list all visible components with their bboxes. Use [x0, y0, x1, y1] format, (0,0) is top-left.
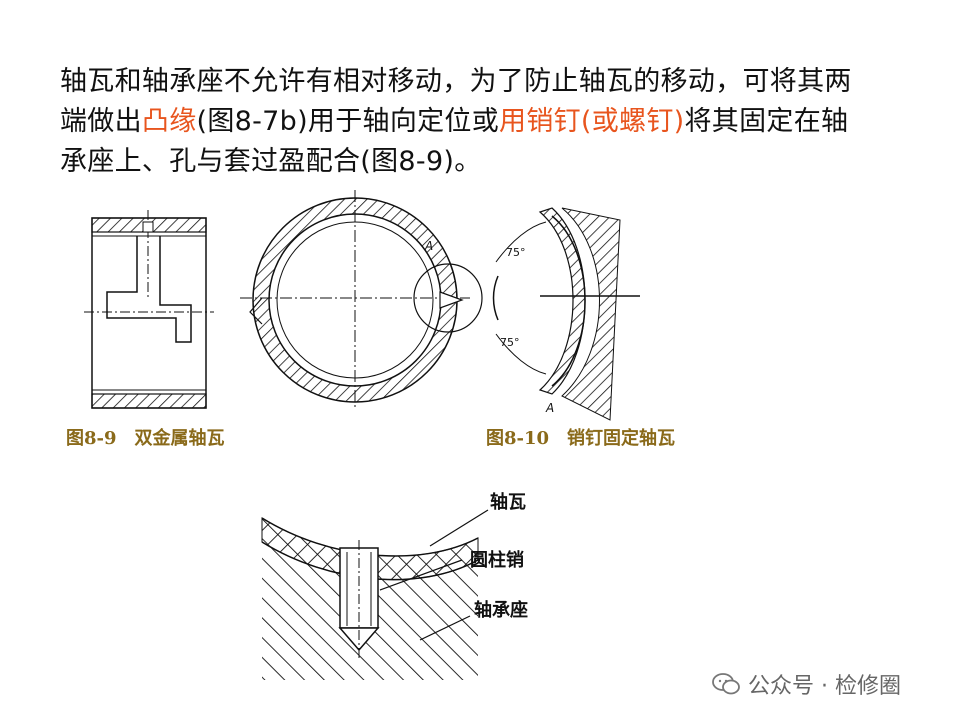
- label-cylindrical-pin: 圆柱销: [470, 549, 524, 571]
- paragraph-text-1: 轴瓦和轴承座不允许有相对移动，为了防止轴瓦的移动，可将其两端做出: [60, 66, 852, 137]
- body-paragraph: 轴瓦和轴承座不允许有相对移动，为了防止轴瓦的移动，可将其两端做出凸缘(图8-7b…: [60, 62, 860, 182]
- wechat-icon: [712, 673, 740, 695]
- paragraph-text-3: 将其固定在轴承座上、孔与套过盈配合(图8-9)。: [60, 106, 849, 177]
- paragraph-text-2: (图8-7b)用于轴向定位或: [196, 106, 500, 137]
- watermark: 公众号 · 检修圈: [712, 668, 901, 700]
- figure-caption-1: 图8-9 双金属轴瓦: [66, 428, 225, 449]
- figure-pin-fixed-bushing: A 75° 75° A: [240, 190, 640, 421]
- figure-cylindrical-pin: 轴瓦 圆柱销 轴承座: [261, 491, 528, 680]
- point-a-bottom: A: [545, 401, 554, 415]
- label-bearing-seat: 轴承座: [474, 599, 528, 621]
- point-a-top: A: [424, 239, 433, 253]
- highlight-pin: 用销钉(或螺钉): [499, 106, 685, 137]
- watermark-text: 公众号 · 检修圈: [748, 674, 901, 699]
- figure-bimetal-bushing: [84, 210, 214, 409]
- highlight-flange: 凸缘: [141, 106, 197, 137]
- angle-bottom-label: 75°: [500, 336, 520, 349]
- label-bushing: 轴瓦: [490, 491, 526, 513]
- figure-caption-2: 图8-10 销钉固定轴瓦: [486, 428, 676, 449]
- angle-top-label: 75°: [506, 246, 526, 259]
